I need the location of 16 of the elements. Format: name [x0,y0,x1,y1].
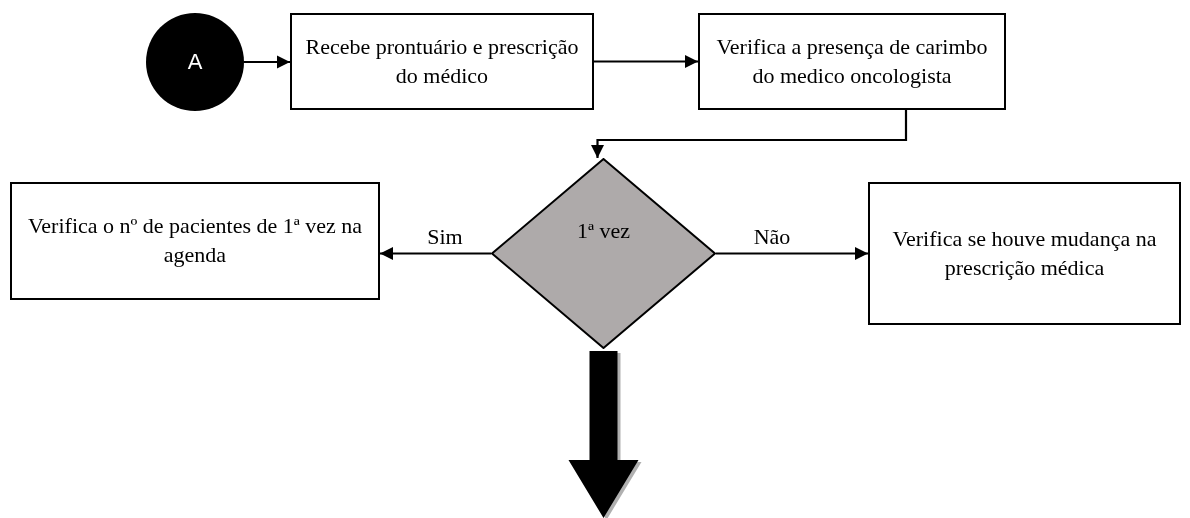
arrow [590,110,908,158]
arrow [244,55,290,69]
process-box [290,13,594,110]
process-text: Verifica o nº de pacientes de 1ª vez na agenda [26,212,364,269]
process-text: Recebe prontuário e prescrição do médico [304,32,580,90]
process-box [698,13,1006,110]
decision-text: 1ª vez [576,218,631,244]
process-box [10,182,380,300]
arrow [380,246,491,261]
arrow [594,54,698,69]
block-arrow [568,351,639,518]
connector-letter: A [187,49,203,75]
process-box [868,182,1181,325]
arrow [716,246,868,261]
process-text: Verifica a presença de carimbo do medico oncologista [715,32,989,90]
process-text: Verifica se houve mudança na prescrição médica [891,224,1158,282]
